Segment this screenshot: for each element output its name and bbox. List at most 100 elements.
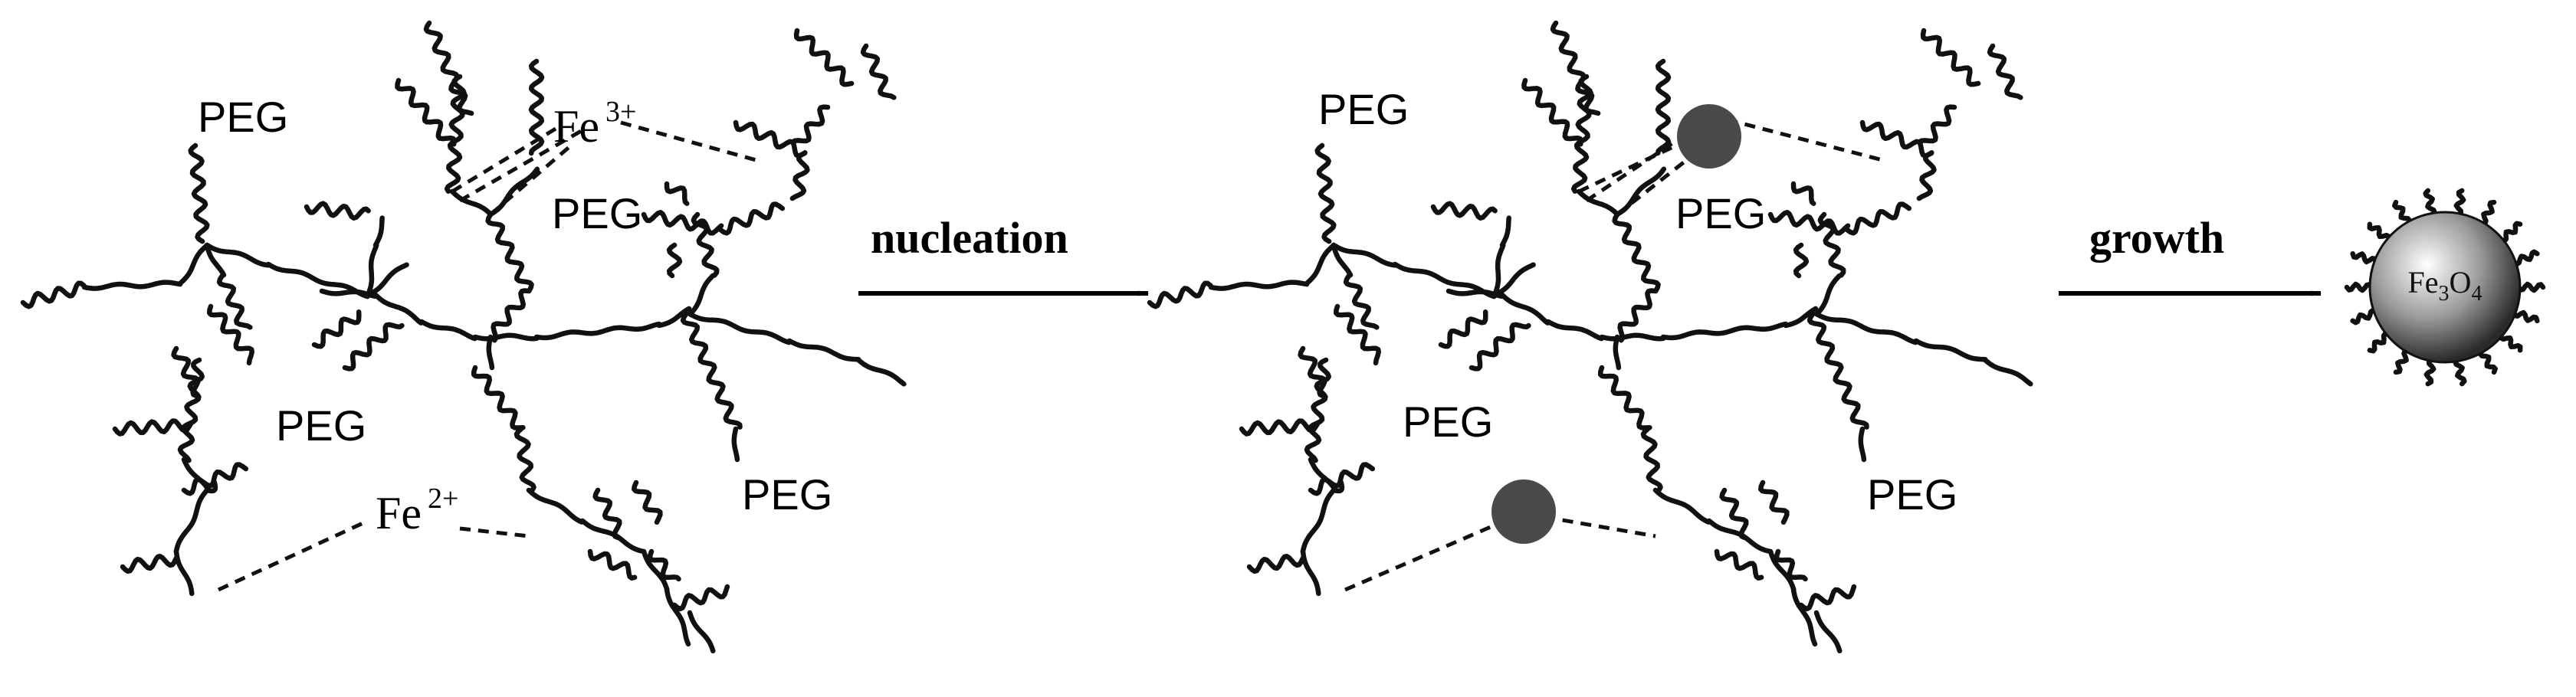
peg-chain <box>1767 210 1851 236</box>
peg-chain <box>472 332 540 342</box>
peg-chain <box>171 345 201 399</box>
peg-chain <box>418 319 477 342</box>
peg-ligand <box>2393 348 2411 375</box>
peg-label: PEG <box>742 470 832 519</box>
peg-chain <box>1499 292 1551 326</box>
peg-chain <box>395 77 458 147</box>
peg-chain <box>81 280 183 291</box>
peg-ligand <box>2367 221 2391 243</box>
peg-chain <box>1916 150 1937 201</box>
peg-network-with-nuclei: PEG PEG PEG PEG <box>1147 20 2033 654</box>
peg-chain <box>177 357 205 463</box>
peg-chain <box>216 273 253 330</box>
peg-chain <box>1576 188 1620 217</box>
peg-chain <box>687 273 716 317</box>
peg-chain <box>790 104 831 145</box>
peg-label: PEG <box>276 401 366 450</box>
peg-chain <box>204 479 218 494</box>
peg-label: PEG <box>1867 470 1957 519</box>
peg-chain <box>1314 142 1337 244</box>
peg-chain <box>188 142 210 244</box>
peg-chain <box>1570 74 1593 194</box>
peg-chain <box>733 119 808 159</box>
peg-network-with-ions: PEG PEG PEG PEG Fe 3+ Fe 2+ <box>20 20 907 654</box>
peg-chain <box>1550 20 1601 116</box>
peg-chain <box>1331 242 1354 278</box>
peg-chain <box>173 548 195 597</box>
peg-chain <box>731 426 740 463</box>
peg-chain <box>1491 242 1506 298</box>
fe2-charge: 2+ <box>428 483 458 515</box>
peg-chain <box>449 188 494 217</box>
fe2-ion: Fe 2+ <box>376 483 458 538</box>
peg-chain <box>680 311 743 430</box>
peg-chain <box>860 43 897 100</box>
peg-ligand <box>2423 357 2437 387</box>
peg-ligand <box>2515 281 2546 293</box>
peg-chain <box>485 211 534 294</box>
peg-chain <box>1438 309 1488 349</box>
coordination-bond <box>217 519 369 592</box>
coordination-bonds <box>217 120 760 592</box>
peg-chain <box>1758 479 1790 525</box>
peg-chain <box>671 584 730 612</box>
peg-chain <box>587 548 638 581</box>
peg-ligand <box>2511 309 2540 324</box>
peg-chain <box>533 321 662 341</box>
coordination-bond <box>1544 515 1656 538</box>
peg-chain <box>1331 242 1397 268</box>
peg-chain <box>1300 548 1321 597</box>
peg-chain <box>372 215 385 248</box>
peg-chain <box>423 20 474 116</box>
peg-chain <box>204 242 227 278</box>
peg-chain <box>691 211 720 278</box>
peg-chain <box>1430 201 1498 221</box>
peg-chain <box>1790 181 1816 206</box>
peg-chain <box>1334 303 1381 366</box>
peg-ligand <box>2350 308 2379 326</box>
formula-o: O <box>2450 265 2472 299</box>
peg-chain <box>1798 584 1857 612</box>
growth-label: growth <box>2089 213 2224 263</box>
peg-chain <box>1640 426 1663 492</box>
peg-label: PEG <box>198 93 288 141</box>
peg-chain <box>1652 487 1711 525</box>
peg-chain <box>666 242 683 279</box>
peg-chain <box>1331 479 1345 494</box>
peg-chain <box>1246 553 1306 574</box>
peg-chain <box>1208 280 1310 291</box>
peg-chain <box>444 74 467 194</box>
peg-ligand <box>2392 199 2412 227</box>
formula-o-subscript: 4 <box>2471 282 2482 306</box>
peg-chain <box>1304 357 1331 463</box>
coordination-bond <box>1344 515 1514 592</box>
peg-chain <box>1920 28 1981 87</box>
peg-chain <box>793 28 855 87</box>
peg-ligand <box>2453 357 2467 387</box>
peg-chain <box>1617 288 1659 343</box>
peg-chain <box>656 306 692 329</box>
peg-chain <box>1545 319 1604 342</box>
peg-chain <box>1147 280 1213 309</box>
growth-step: growth <box>2059 213 2322 296</box>
peg-chain <box>365 262 409 298</box>
peg-label: PEG <box>1675 189 1766 237</box>
peg-chain <box>687 610 716 654</box>
peg-chain <box>265 261 370 299</box>
peg-chain <box>1719 487 1749 541</box>
peg-chain <box>204 242 271 268</box>
peg-chain <box>120 553 179 574</box>
peg-chain <box>311 309 362 349</box>
peg-chain <box>641 210 724 236</box>
peg-chain <box>1304 242 1337 286</box>
fe3-ion: Fe 3+ <box>553 96 636 152</box>
peg-chain <box>1790 587 1818 647</box>
nucleation-step: nucleation <box>858 213 1150 296</box>
peg-chain <box>1714 548 1764 581</box>
peg-chain <box>471 365 526 430</box>
peg-chain <box>1814 273 1843 317</box>
peg-chain <box>1392 261 1497 299</box>
peg-chain <box>20 280 87 309</box>
fe3o4-core <box>2368 211 2522 364</box>
peg-chain <box>1844 201 1912 236</box>
